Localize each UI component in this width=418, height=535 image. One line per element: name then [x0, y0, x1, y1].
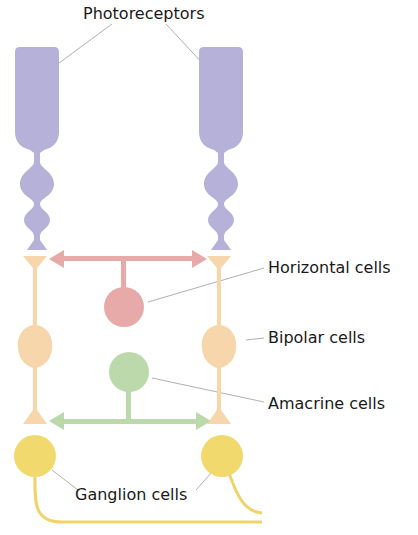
- cell-process: [126, 388, 131, 421]
- part-label: Horizontal cells: [268, 258, 418, 278]
- ganglion-soma: [14, 435, 56, 477]
- bipolar-cell: [202, 256, 236, 424]
- leader-line: [196, 472, 212, 490]
- ganglion-axon: [228, 470, 262, 513]
- photoreceptor-cell: [199, 47, 243, 250]
- cell-process: [62, 256, 194, 261]
- part-label: Amacrine cells: [268, 394, 418, 414]
- leader-line: [55, 24, 112, 66]
- ganglion-cells: [14, 435, 262, 522]
- cell-soma: [104, 287, 144, 327]
- horizontal-cell: [49, 250, 207, 327]
- photoreceptor-cell: [15, 47, 59, 250]
- leader-line: [148, 268, 264, 302]
- leader-line: [152, 378, 264, 402]
- leader-line: [52, 470, 78, 490]
- part-label: Photoreceptors: [83, 4, 233, 24]
- leader-line: [246, 338, 264, 340]
- ganglion-axon: [35, 470, 262, 522]
- part-label: Bipolar cells: [268, 328, 418, 348]
- cell-soma: [109, 352, 149, 392]
- cell-terminal: [192, 250, 207, 268]
- cell-terminal: [49, 250, 64, 268]
- ganglion-soma: [201, 435, 243, 477]
- cell-terminal: [49, 412, 64, 430]
- amacrine-cell: [49, 352, 211, 430]
- leader-lines: [52, 24, 264, 490]
- part-label: Ganglion cells: [75, 485, 225, 505]
- cell-terminal: [196, 412, 211, 430]
- cell-process: [60, 419, 200, 424]
- bipolar-cell: [18, 256, 52, 424]
